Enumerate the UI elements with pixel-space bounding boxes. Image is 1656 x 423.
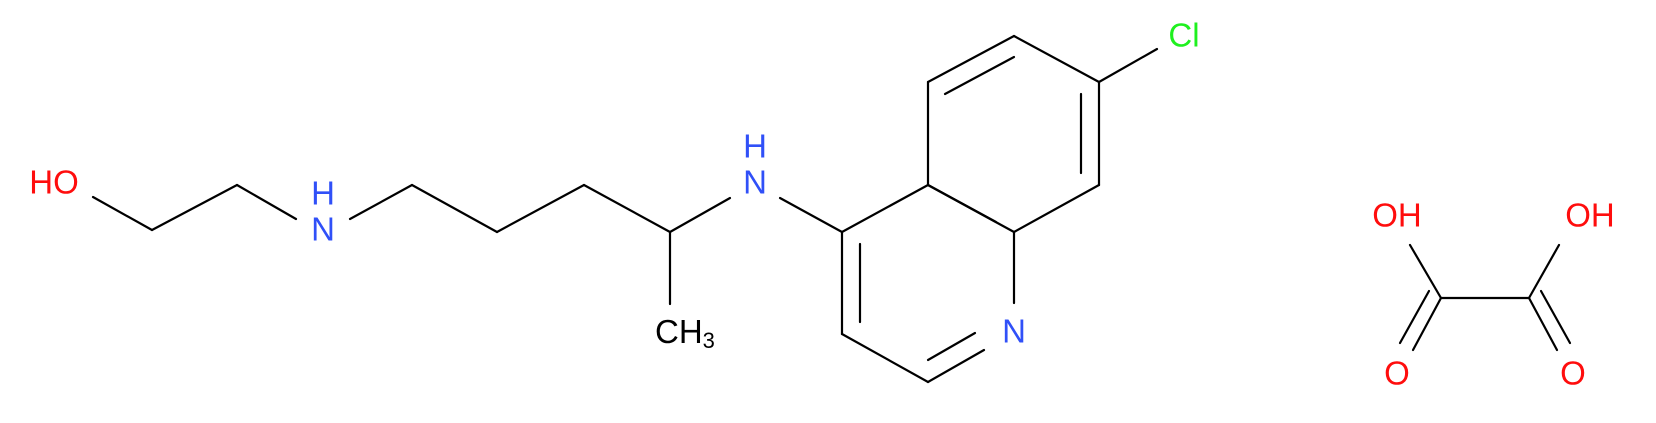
bond-c5-c6 — [582, 183, 672, 234]
oxalic-acid-labels: OH OH O O — [1372, 197, 1615, 392]
oxalic-o-left-label: O — [1384, 355, 1410, 392]
hydroxyl-label: HO — [29, 164, 79, 201]
chlorine-label: Cl — [1168, 17, 1199, 54]
methyl-ch: CH — [655, 313, 703, 350]
bond-c8q-c8a — [1012, 183, 1101, 234]
bond-nh-c4q — [778, 196, 844, 234]
molecule-labels: HO H N H N CH3 N Cl — [29, 17, 1199, 353]
bond-c5q-c6q-inner — [943, 55, 1016, 96]
bond-c2-n — [235, 183, 298, 221]
oxalic-oh-right-label: OH — [1565, 197, 1615, 234]
bond-c5q-c6q — [926, 34, 1016, 84]
bond-c7q-cl — [1097, 47, 1159, 84]
bond-c4q-c4a — [840, 183, 930, 234]
bond-o-c1 — [91, 195, 154, 232]
oxalic-oh-left-label: OH — [1372, 197, 1422, 234]
bond-c2q-n1-inner — [926, 331, 977, 362]
bond-c2q-n1 — [926, 348, 986, 384]
bond-c3-c4 — [410, 183, 499, 234]
bond-c8a-c4a-inner — [926, 183, 998, 224]
chain-amine-n-label: N — [311, 211, 335, 248]
oxalic-acid-bonds — [1398, 243, 1572, 352]
bond-c6-nh — [668, 196, 732, 234]
molecule-bonds — [91, 34, 1159, 384]
bond-n-c3 — [348, 183, 414, 221]
ring-amine-n-label: N — [743, 164, 767, 201]
bond-c4-c5 — [495, 183, 586, 234]
methyl-label: CH3 — [655, 313, 715, 353]
oxalic-o-right-label: O — [1560, 355, 1586, 392]
bond-oh-right — [1527, 243, 1561, 300]
bond-oh-left — [1408, 243, 1443, 300]
bond-c3q-c2q — [840, 332, 930, 384]
bond-co-right-a — [1527, 296, 1559, 352]
bond-co-left-a — [1411, 296, 1443, 352]
quinoline-n-label: N — [1002, 313, 1026, 350]
bond-co-left-b — [1398, 289, 1431, 345]
bond-c6q-c7q — [1012, 34, 1101, 84]
methyl-subscript: 3 — [703, 328, 715, 353]
bond-c1-c2 — [150, 183, 239, 232]
chain-amine-h-label: H — [311, 175, 335, 212]
ring-amine-h-label: H — [743, 128, 767, 165]
bond-co-right-b — [1539, 289, 1572, 345]
